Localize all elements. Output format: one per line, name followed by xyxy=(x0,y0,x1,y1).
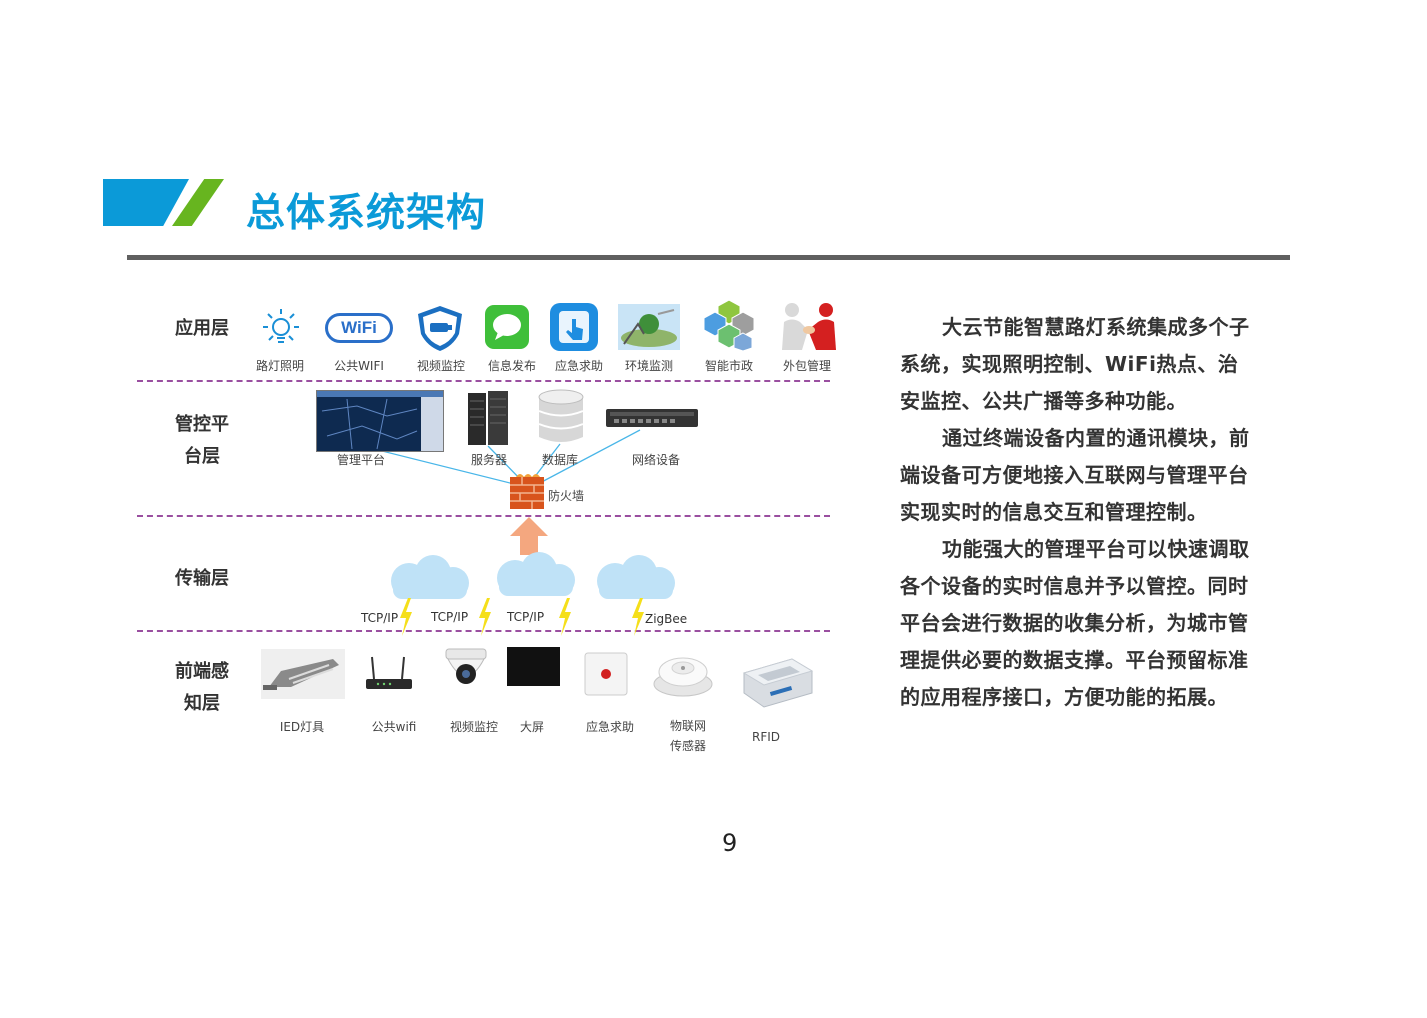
front-caption: 公共wifi xyxy=(371,720,417,734)
big-screen-icon xyxy=(507,647,560,686)
page-title: 总体系统架构 xyxy=(246,191,487,236)
app-caption: 信息发布 xyxy=(487,359,536,373)
protocol-label: ZigBee xyxy=(645,612,688,626)
lightning-icon xyxy=(479,598,491,636)
cloud-icon xyxy=(497,552,575,596)
light-bulb-icon xyxy=(263,309,299,343)
cloud-icon xyxy=(597,555,675,599)
layer-divider xyxy=(137,515,830,517)
dome-camera-icon xyxy=(445,648,487,684)
paragraph-communication: 通过终端设备内置的通讯模块，前端设备可方便地接入互联网与管理平台实现实时的信息交… xyxy=(900,426,1250,524)
paragraph-platform: 功能强大的管理平台可以快速调取各个设备的实时信息并予以管控。同时平台会进行数据的… xyxy=(900,537,1250,709)
mgmt-caption: 数据库 xyxy=(541,453,578,467)
header-blue-bar xyxy=(103,179,189,226)
app-caption: 环境监测 xyxy=(624,359,673,373)
server-icon xyxy=(468,391,508,445)
front-caption: 应急求助 xyxy=(585,720,634,734)
environment-icon xyxy=(618,304,680,350)
message-icon xyxy=(485,305,529,349)
wifi-icon: WiFi xyxy=(325,313,393,343)
database-icon xyxy=(538,389,584,442)
header-rule xyxy=(127,255,1290,260)
map-screen-icon xyxy=(317,391,443,451)
smart-city-hex-icon xyxy=(703,299,755,351)
mgmt-caption: 服务器 xyxy=(470,453,507,467)
lightning-icon xyxy=(400,598,412,636)
layer-label-app: 应用层 xyxy=(175,318,229,339)
app-caption: 外包管理 xyxy=(782,359,831,373)
page-number: 9 xyxy=(722,829,738,857)
wifi-logo-text: WiFi xyxy=(341,318,377,337)
layer-label-mgmt-line1: 管控平 xyxy=(175,414,229,435)
layer-label-mgmt-line2: 台层 xyxy=(184,446,220,467)
app-caption: 路灯照明 xyxy=(255,359,304,373)
layer-label-trans: 传输层 xyxy=(175,568,229,589)
app-caption: 视频监控 xyxy=(416,359,465,373)
rfid-reader-icon xyxy=(742,658,814,708)
mgmt-caption: 管理平台 xyxy=(336,453,385,467)
management-platform-screen xyxy=(316,390,444,452)
handshake-icon xyxy=(782,303,836,350)
emergency-button-icon xyxy=(584,652,628,696)
lightning-icon xyxy=(632,598,644,636)
app-caption: 公共WIFI xyxy=(334,359,384,373)
cloud-icon xyxy=(391,555,469,599)
front-caption: 物联网 xyxy=(669,719,706,733)
front-caption: 传感器 xyxy=(669,739,706,753)
front-caption: IED灯具 xyxy=(279,720,325,734)
layer-divider xyxy=(137,380,830,382)
camera-shield-icon xyxy=(418,306,462,351)
front-caption: 视频监控 xyxy=(449,720,498,734)
paragraph-intro: 大云节能智慧路灯系统集成多个子系统，实现照明控制、WiFi热点、治安监控、公共广… xyxy=(900,315,1250,413)
app-caption: 智能市政 xyxy=(704,359,753,373)
firewall-icon xyxy=(510,474,544,509)
protocol-label: TCP/IP xyxy=(431,610,469,624)
front-caption: 大屏 xyxy=(519,720,544,734)
router-icon xyxy=(366,656,412,689)
layer-label-front-line2: 知层 xyxy=(184,693,220,714)
layer-divider xyxy=(137,630,830,632)
smoke-sensor-icon xyxy=(653,657,713,697)
app-caption: 应急求助 xyxy=(554,359,603,373)
street-lamp-icon xyxy=(261,649,345,699)
lightning-icon xyxy=(559,598,571,636)
layer-label-front-line1: 前端感 xyxy=(175,661,229,682)
mgmt-caption: 网络设备 xyxy=(631,453,680,467)
front-caption: RFID xyxy=(751,730,781,744)
emergency-touch-icon xyxy=(550,303,598,351)
protocol-label: TCP/IP xyxy=(361,611,399,625)
protocol-label: TCP/IP xyxy=(507,610,545,624)
firewall-caption: 防火墙 xyxy=(548,489,585,503)
network-switch-icon xyxy=(606,409,698,427)
up-arrow-icon xyxy=(510,517,548,555)
